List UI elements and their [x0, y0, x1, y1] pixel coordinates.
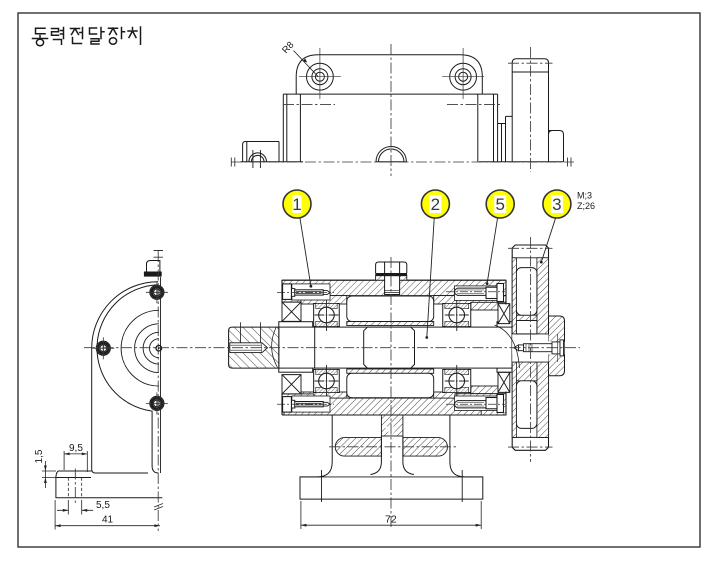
svg-text:3: 3: [552, 195, 561, 214]
svg-text:41: 41: [102, 515, 114, 526]
svg-text:9,5: 9,5: [69, 443, 83, 454]
svg-text:Z;26: Z;26: [577, 201, 595, 211]
svg-text:5,5: 5,5: [96, 500, 110, 511]
svg-text:1: 1: [292, 195, 301, 214]
svg-text:72: 72: [385, 514, 397, 526]
svg-text:2: 2: [431, 195, 440, 214]
svg-text:5: 5: [495, 195, 504, 214]
svg-text:1,5: 1,5: [34, 449, 45, 463]
svg-text:M;3: M;3: [577, 191, 592, 201]
